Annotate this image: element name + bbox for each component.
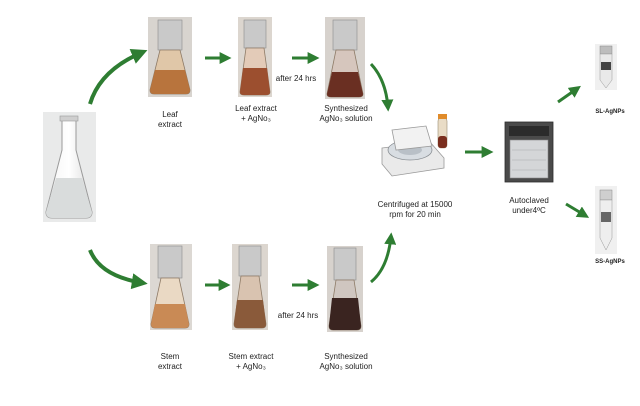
arrow-icon [88, 48, 148, 105]
arrow-icon [369, 62, 394, 112]
synthesized-bottom-label: Synthesized AgNo₃ solution [319, 352, 373, 371]
stem-extract-agno3-label: Stem extract + AgNo₃ [228, 352, 274, 371]
flow-arrows [88, 48, 590, 291]
centrifuge-photo [381, 114, 448, 177]
sl-agnps-label: SL-AgNPs [595, 109, 625, 115]
leaf-extract-flask-photo [148, 17, 192, 97]
arrow-icon [565, 202, 590, 218]
leaf-extract-agno3-flask-photo [238, 17, 272, 97]
synthesized-top-flask-photo [325, 17, 365, 99]
stem-extract-label: Stem extract [157, 352, 182, 371]
autoclaved-label: Autoclaved under4ºC [509, 196, 549, 215]
after-24-hrs-bottom-label: after 24 hrs [277, 311, 319, 320]
ss-agnps-label: SS-AgNPs [595, 259, 625, 265]
arrow-icon [88, 249, 148, 290]
synthesized-bottom-flask-photo [327, 246, 363, 332]
autoclave-photo [504, 121, 554, 183]
arrow-icon [557, 85, 581, 104]
arrow-icon [370, 232, 397, 284]
starting-flask-photo [43, 112, 96, 222]
leaf-extract-agno3-label: Leaf extract + AgNo₃ [235, 104, 277, 123]
after-24-hrs-top-label: after 24 hrs [275, 74, 317, 83]
stem-extract-flask-photo [150, 244, 192, 330]
synthesized-top-label: Synthesized AgNo₃ solution [319, 104, 373, 123]
stem-extract-agno3-flask-photo [232, 244, 268, 330]
sl-agnps-vial-photo [595, 44, 617, 90]
ss-agnps-vial-photo [595, 186, 617, 254]
centrifuged-label: Centrifuged at 15000 rpm for 20 min [377, 200, 453, 219]
leaf-extract-label: Leaf extract [157, 110, 182, 129]
